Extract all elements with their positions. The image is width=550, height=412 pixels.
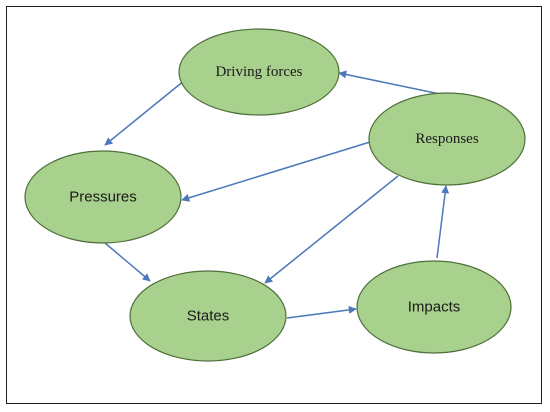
node-pressures-label: Pressures [69,189,137,206]
node-driving-forces: Driving forces [178,28,340,116]
node-responses-label: Responses [415,131,478,147]
node-driving-forces-label: Driving forces [215,64,302,80]
node-states: States [129,270,287,362]
node-states-label: States [187,308,230,325]
node-responses: Responses [368,92,526,186]
node-driving-forces-shape [178,28,340,116]
node-impacts-shape [356,260,512,354]
node-impacts-label: Impacts [408,299,461,316]
node-pressures: Pressures [24,150,182,244]
edge-responses-to-pressures [181,141,371,202]
edge-impacts-to-responses [436,185,450,259]
edge-driving-to-pressures [104,79,186,146]
node-states-shape [129,270,287,362]
edges [104,70,450,319]
edge-responses-to-driving [338,70,441,95]
node-responses-shape [368,92,526,186]
edge-pressures-to-states [104,242,151,282]
node-impacts: Impacts [356,260,512,354]
edge-responses-to-states [264,175,399,284]
node-pressures-shape [24,150,182,244]
edge-states-to-impacts [286,305,357,319]
